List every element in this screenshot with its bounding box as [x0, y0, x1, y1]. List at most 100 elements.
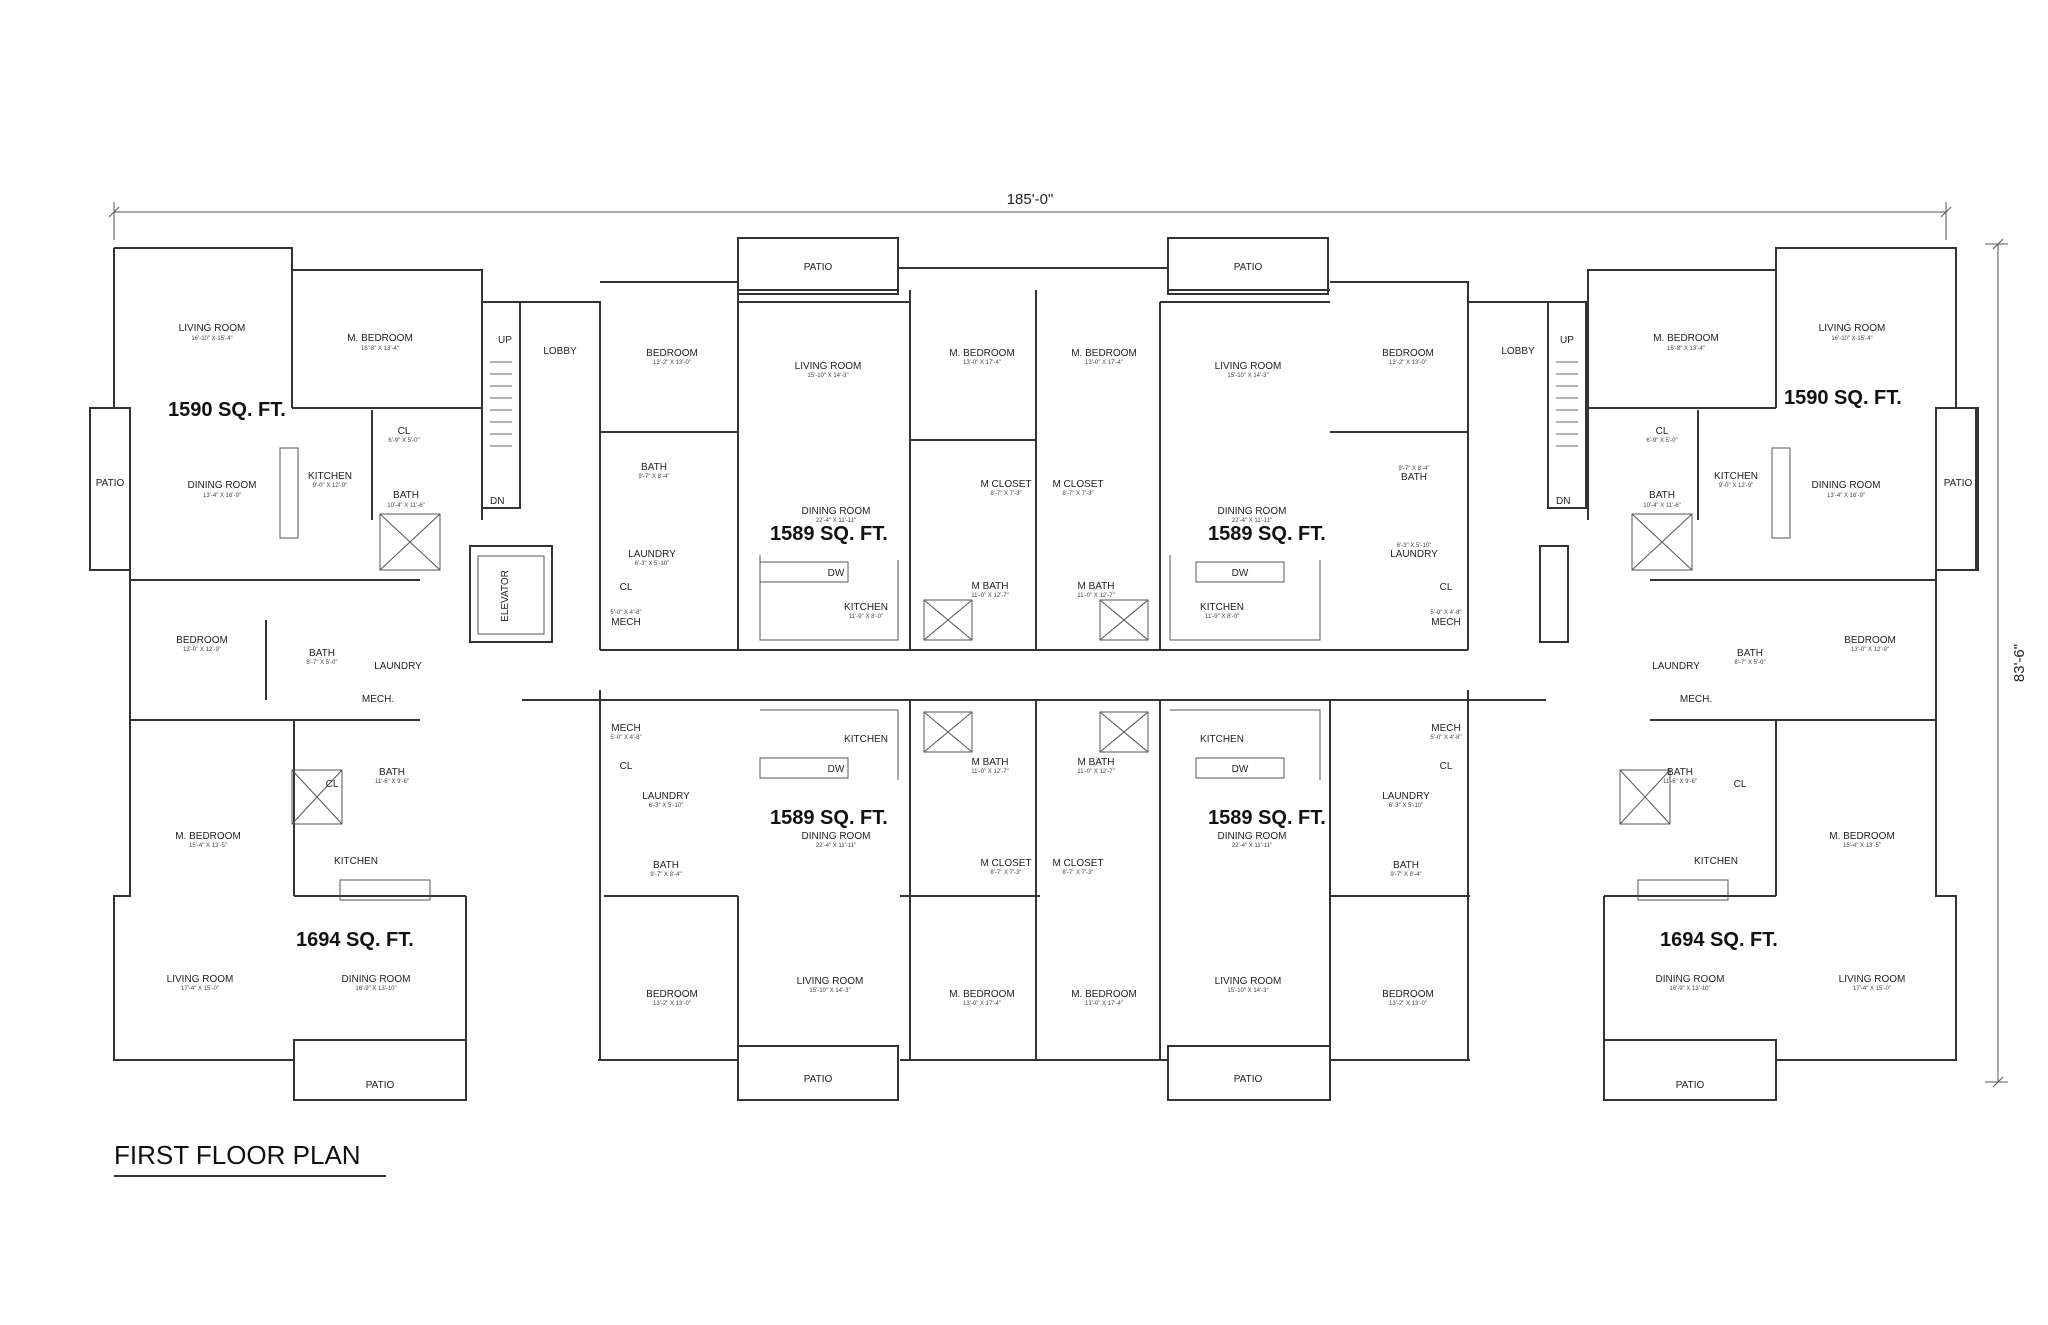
room-living-room-dim: 15'-10" X 14'-3" — [1227, 988, 1268, 994]
room-master-closet-dim: 8'-7" X 7'-3" — [1062, 491, 1093, 497]
room-master-bedroom-dim: 16'-8" X 13'-4" — [1667, 346, 1705, 352]
room-bath: BATH — [653, 860, 679, 871]
room-patio: PATIO — [1234, 262, 1263, 273]
unit-upper-center-left: 1589 SQ. FT. BEDROOM 13'-2" X 13'-0" LIV… — [610, 262, 1031, 628]
room-master-closet-dim: 8'-7" X 7'-3" — [1062, 870, 1093, 876]
room-dining-room-dim: 22'-4" X 11'-11" — [1232, 518, 1272, 524]
room-bedroom-dim: 13'-2" X 13'-0" — [653, 360, 691, 366]
room-dining-room: DINING ROOM — [1656, 974, 1725, 985]
room-mech-dim: 5'-0" X 4'-8" — [610, 610, 641, 616]
room-bath-dim: 11'-6" X 9'-6" — [375, 779, 409, 785]
room-laundry: LAUNDRY — [1382, 791, 1430, 802]
room-master-bedroom: M. BEDROOM — [949, 348, 1015, 359]
room-master-bedroom-dim: 13'-0" X 17'-4" — [963, 1001, 1001, 1007]
room-living-room: LIVING ROOM — [179, 323, 246, 334]
room-master-bedroom-dim: 13'-0" X 17'-4" — [963, 360, 1001, 366]
room-kitchen-dim: 9'-0" X 12'-9" — [313, 483, 348, 489]
room-living-room-dim: 15'-10" X 14'-3" — [807, 373, 848, 379]
room-closet: CL — [1656, 426, 1669, 437]
room-bedroom-dim: 13'-2" X 13'-0" — [653, 1001, 691, 1007]
room-kitchen-dim: 11'-9" X 8'-0" — [1205, 614, 1239, 620]
room-laundry: LAUNDRY — [628, 549, 676, 560]
room-laundry: LAUNDRY — [642, 791, 690, 802]
patios — [89, 237, 1977, 1101]
room-laundry-dim: 6'-3" X 5'-10" — [1397, 543, 1432, 549]
room-patio: PATIO — [804, 1074, 833, 1085]
room-mech: MECH — [1431, 723, 1460, 734]
room-bedroom-dim: 13'-2" X 13'-0" — [1389, 360, 1427, 366]
room-dining-room: DINING ROOM — [1218, 831, 1287, 842]
room-bedroom: BEDROOM — [1382, 989, 1434, 1000]
room-laundry: LAUNDRY — [374, 661, 422, 672]
room-patio: PATIO — [1234, 1074, 1263, 1085]
room-mech: MECH — [611, 723, 640, 734]
room-dining-room-dim: 22'-4" X 11'-11" — [816, 518, 856, 524]
room-bath-dim: 10'-4" X 11'-6" — [1643, 503, 1680, 509]
common-labels: LOBBY ELEVATOR LOBBY UP DN UP DN — [490, 335, 1574, 622]
room-kitchen: KITCHEN — [1694, 856, 1738, 867]
room-dining-room-dim: 16'-9" X 13'-10" — [1669, 986, 1710, 992]
dishwasher-label: DW — [1232, 764, 1249, 775]
room-patio: PATIO — [1676, 1080, 1705, 1091]
room-closet-dim: 6'-9" X 5'-0" — [388, 438, 419, 444]
room-laundry-dim: 6'-3" X 5'-10" — [635, 561, 670, 567]
room-mech-dim: 5'-0" X 4'-8" — [610, 735, 641, 741]
stair-treads-left — [490, 361, 512, 447]
room-closet: CL — [620, 582, 633, 593]
room-master-bath: M BATH — [1077, 757, 1114, 768]
stair-up-left: UP — [498, 335, 512, 346]
room-living-room: LIVING ROOM — [797, 976, 864, 987]
unit-lower-center-right: 1589 SQ. FT. M BATH 11'-0" X 12'-7" M CL… — [1052, 723, 1461, 1085]
unit-lower-left: 1694 SQ. FT. M. BEDROOM 15'-4" X 13'-5" … — [167, 767, 414, 1091]
room-kitchen: KITCHEN — [1200, 734, 1244, 745]
room-living-room-dim: 16'-10" X 15'-4" — [1831, 336, 1872, 342]
drawing-title-block: FIRST FLOOR PLAN — [114, 1140, 386, 1177]
unit-lower-right: 1694 SQ. FT. BATH 11'-6" X 9'-6" CL M. B… — [1656, 767, 1906, 1091]
room-laundry-dim: 6'-3" X 5'-10" — [649, 803, 684, 809]
room-master-closet: M CLOSET — [1052, 858, 1103, 869]
room-living-room: LIVING ROOM — [1215, 976, 1282, 987]
room-living-room-dim: 16'-10" X 15'-4" — [191, 336, 232, 342]
room-kitchen-dim: 9'-0" X 12'-9" — [1719, 483, 1754, 489]
room-master-bedroom: M. BEDROOM — [1071, 348, 1137, 359]
room-master-bedroom-dim: 15'-4" X 13'-5" — [1843, 843, 1881, 849]
lobby-right-label: LOBBY — [1501, 346, 1535, 357]
overall-depth-label: 83'-6" — [2011, 644, 2028, 682]
room-patio: PATIO — [96, 478, 125, 489]
room-bath: BATH — [641, 462, 667, 473]
room-master-bedroom-dim: 13'-0" X 17'-4" — [1085, 1001, 1123, 1007]
dishwasher-label: DW — [828, 764, 845, 775]
room-dining-room-dim: 22'-4" X 11'-11" — [816, 843, 856, 849]
room-living-room: LIVING ROOM — [1215, 361, 1282, 372]
unit-lower-center-left: 1589 SQ. FT. MECH 5'-0" X 4'-8" CL LAUND… — [610, 723, 1031, 1085]
room-dining-room-dim: 22'-4" X 11'-11" — [1232, 843, 1272, 849]
unit-sqft: 1589 SQ. FT. — [1208, 807, 1326, 829]
room-closet: CL — [1440, 582, 1453, 593]
room-master-bedroom: M. BEDROOM — [175, 831, 241, 842]
room-mech: MECH. — [362, 694, 394, 705]
room-bath-2-dim: 8'-7" X 5'-0" — [1734, 660, 1765, 666]
room-kitchen: KITCHEN — [844, 734, 888, 745]
room-mech: MECH. — [1680, 694, 1712, 705]
room-bath-dim: 9'-7" X 8'-4" — [1390, 872, 1421, 878]
room-dining-room-dim: 13'-4" X 16'-9" — [203, 493, 241, 499]
dishwasher-label: DW — [1232, 568, 1249, 579]
room-closet: CL — [398, 426, 411, 437]
stair-down-right: DN — [1556, 496, 1570, 507]
room-bath: BATH — [1649, 490, 1675, 501]
room-laundry: LAUNDRY — [1390, 549, 1438, 560]
room-master-closet-dim: 8'-7" X 7'-3" — [990, 491, 1021, 497]
room-bedroom: BEDROOM — [646, 348, 698, 359]
room-living-room-dim: 17'-4" X 15'-0" — [181, 986, 219, 992]
room-living-room: LIVING ROOM — [1819, 323, 1886, 334]
room-living-room-dim: 15'-10" X 14'-3" — [809, 988, 850, 994]
room-bedroom: BEDROOM — [646, 989, 698, 1000]
room-master-closet: M CLOSET — [1052, 479, 1103, 490]
room-dining-room: DINING ROOM — [802, 506, 871, 517]
room-bedroom-dim: 13'-2" X 13'-0" — [1389, 1001, 1427, 1007]
room-bath: BATH — [1393, 860, 1419, 871]
room-living-room-dim: 17'-4" X 15'-0" — [1853, 986, 1891, 992]
room-bedroom: BEDROOM — [176, 635, 228, 646]
room-living-room: LIVING ROOM — [795, 361, 862, 372]
room-bedroom-dim: 13'-0" X 12'-9" — [183, 647, 221, 653]
